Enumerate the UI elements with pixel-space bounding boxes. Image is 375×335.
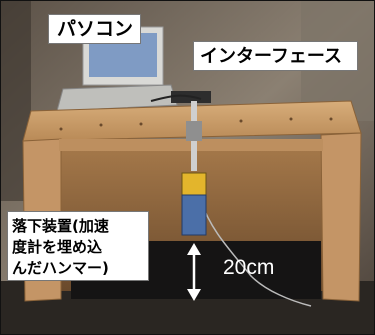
table-right-panel [320,132,362,302]
drop-device-line-3: んだハンマー) [12,259,109,277]
table-screws [59,117,333,131]
drop-device-line-1: 落下装置(加速 [12,217,109,235]
pc-label: パソコン [48,14,141,44]
drop-device-label: 落下装置(加速 度計を埋め込 んだハンマー) [7,211,149,281]
drop-height-label: 20cm [223,256,275,279]
clamp [186,121,202,141]
laptop-keyboard [56,84,178,112]
interface-cable [150,94,202,102]
hammer-yellow-part [181,172,207,196]
sensor-cable [200,200,312,307]
drop-device-line-2: 度計を埋め込 [12,238,103,256]
interface-label: インターフェース [193,41,358,71]
double-arrow-icon [187,243,201,301]
hammer-blue-part [181,194,207,236]
